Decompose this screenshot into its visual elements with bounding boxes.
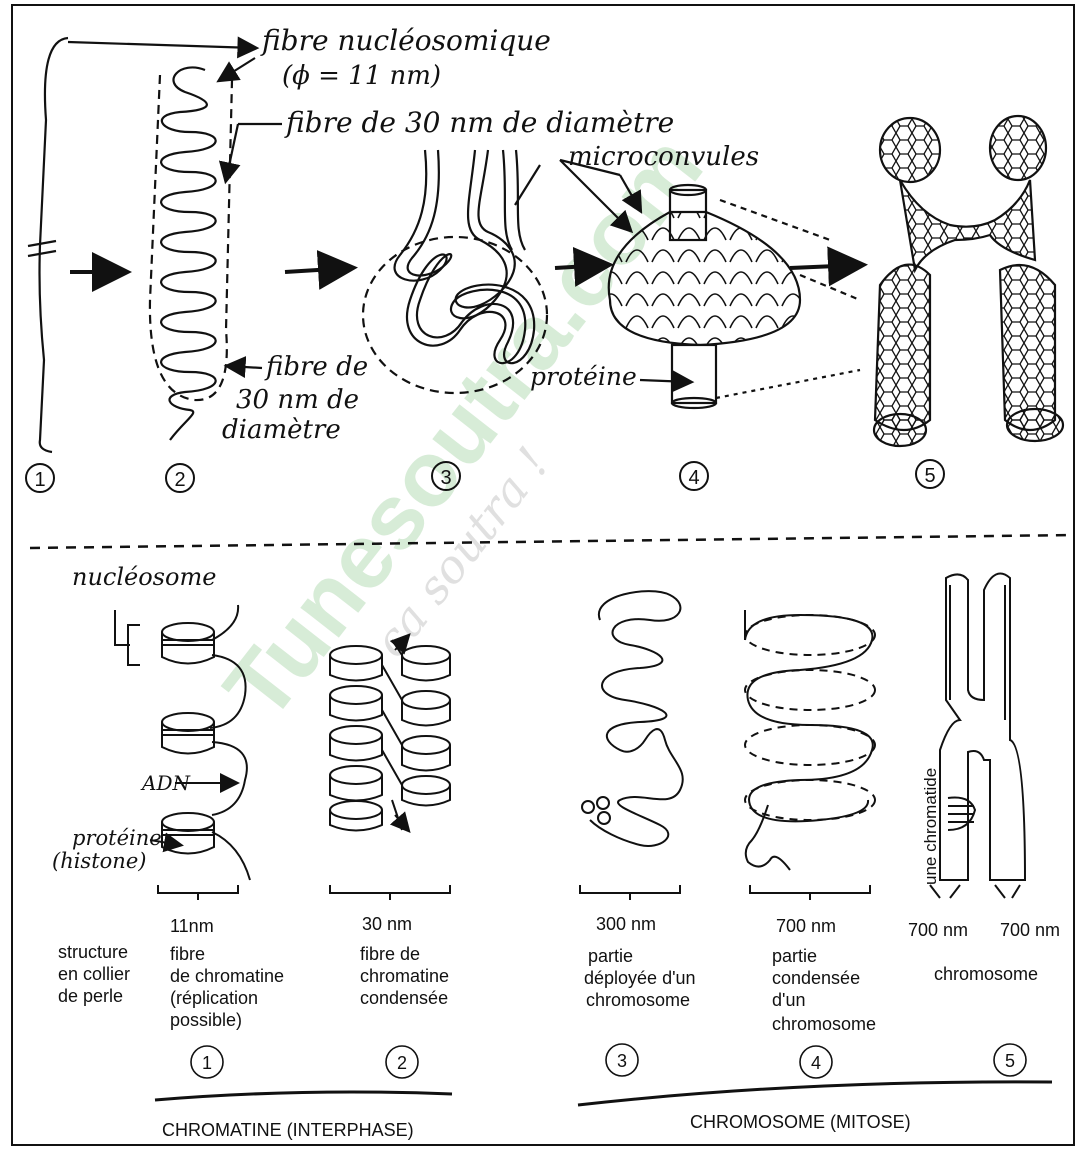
caption-1-line-2: de chromatine xyxy=(170,966,284,986)
left-caption-line-2: en collier xyxy=(58,964,130,984)
loop-fiber-300nm xyxy=(590,591,683,846)
caption-1-line-4: possible) xyxy=(170,1010,242,1030)
step2-zigzag-fiber xyxy=(161,67,216,440)
bottom-step-2: 2 xyxy=(397,1053,407,1073)
captions: structure en collier de perle fibre de c… xyxy=(58,942,1038,1034)
caption-2-line-3: condensée xyxy=(360,988,448,1008)
size-5a: 700 nm xyxy=(908,920,968,940)
top-step-5: 5 xyxy=(924,465,935,487)
step1-fiber xyxy=(40,38,69,452)
caption-3-line-3: chromosome xyxy=(586,990,690,1010)
solenoid-fiber xyxy=(330,636,450,831)
arrow-2-3 xyxy=(285,268,350,272)
caption-5-line-1: chromosome xyxy=(934,964,1038,984)
condensed-chromosome xyxy=(874,116,1063,446)
label-chromatide: une chromatide xyxy=(921,768,940,885)
size-labels: 11nm 30 nm 300 nm 700 nm 700 nm 700 nm xyxy=(170,914,1060,940)
arrow-to-nucleosomic-fiber xyxy=(68,42,255,48)
bottom-step-1: 1 xyxy=(202,1053,212,1073)
top-step-3: 3 xyxy=(440,467,451,489)
caption-1-line-1: fibre xyxy=(170,944,205,964)
caption-3-line-1: partie xyxy=(588,946,633,966)
caption-2-line-1: fibre de xyxy=(360,944,420,964)
caption-4-line-1: partie xyxy=(772,946,817,966)
label-protein-1: protéine xyxy=(72,826,162,850)
caption-1-line-3: (réplication xyxy=(170,988,258,1008)
mitotic-chromosome xyxy=(940,574,1025,880)
label-fiber-30-top: fibre de 30 nm de diamètre xyxy=(284,106,674,139)
protein-core-bottom xyxy=(672,345,716,403)
label-protein-2: (histone) xyxy=(52,849,146,873)
arrow-4-5 xyxy=(790,265,860,268)
break-mark xyxy=(28,241,56,246)
caption-4-line-4: chromosome xyxy=(772,1014,876,1034)
label-fiber-30-bottom-1: fibre de xyxy=(264,352,368,382)
condensed-coil xyxy=(745,610,875,870)
top-step-2: 2 xyxy=(174,469,185,491)
group-chromatine: CHROMATINE (INTERPHASE) xyxy=(162,1120,414,1140)
brace-chromosome xyxy=(578,1082,1052,1105)
size-braces xyxy=(158,885,1020,900)
size-1: 11nm xyxy=(170,916,214,936)
label-adn: ADN xyxy=(140,771,191,795)
bottom-step-circles xyxy=(191,1044,1026,1078)
label-nucleosome: nucléosome xyxy=(72,563,216,591)
caption-2-line-2: chromatine xyxy=(360,966,449,986)
top-step-1: 1 xyxy=(34,469,45,491)
size-2: 30 nm xyxy=(362,914,412,934)
caption-4-line-3: d'un xyxy=(772,990,805,1010)
size-5b: 700 nm xyxy=(1000,920,1060,940)
label-fiber-30-bottom-3: diamètre xyxy=(222,415,341,445)
bottom-step-3: 3 xyxy=(617,1051,627,1071)
bottom-step-4: 4 xyxy=(811,1053,821,1073)
size-3: 300 nm xyxy=(596,914,656,934)
section-divider xyxy=(30,535,1075,548)
label-fiber-30-bottom-2: 30 nm de xyxy=(236,385,359,415)
label-protein-top: protéine xyxy=(530,362,637,391)
label-diameter-11: (ϕ = 11 nm) xyxy=(282,61,441,91)
left-caption-line-3: de perle xyxy=(58,986,123,1006)
caption-4-line-2: condensée xyxy=(772,968,860,988)
label-nucleosomic-fiber: fibre nucléosomique xyxy=(260,24,551,57)
brace-chromatine xyxy=(155,1092,452,1100)
bottom-step-5: 5 xyxy=(1005,1051,1015,1071)
group-chromosome: CHROMOSOME (MITOSE) xyxy=(690,1112,911,1132)
size-4: 700 nm xyxy=(776,916,836,936)
top-step-4: 4 xyxy=(688,467,699,489)
label-microconvules: microconvules xyxy=(568,142,759,172)
caption-3-line-2: déployée d'un xyxy=(584,968,696,988)
left-caption-line-1: structure xyxy=(58,942,128,962)
